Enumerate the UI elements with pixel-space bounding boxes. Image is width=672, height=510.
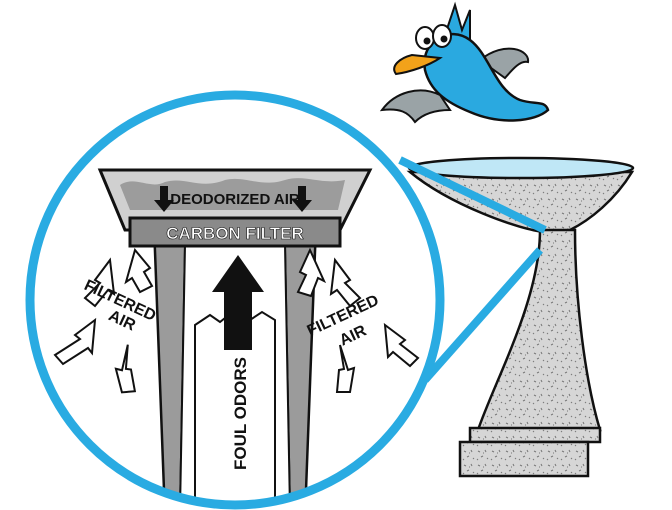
magnified-view: DEODORIZED AIR CARBON FILTER FOUL ODORS … [25,90,445,510]
right-filtered-air-arrows [296,247,420,393]
down-arrow-icon [154,186,174,212]
carbon-filter-label: CARBON FILTER [166,224,304,243]
zoom-connector-bottom [422,247,543,383]
foul-odors-label: FOUL ODORS [231,357,250,470]
bird-illustration [379,1,550,124]
zoom-connector-top [398,156,547,234]
birdbath-illustration [406,156,635,478]
left-filtered-air-arrows [53,247,154,394]
deodorized-air-label: DEODORIZED AIR [170,191,300,208]
up-arrow-icon [212,255,264,350]
down-arrow-icon [292,186,312,212]
water-surface [407,156,635,180]
